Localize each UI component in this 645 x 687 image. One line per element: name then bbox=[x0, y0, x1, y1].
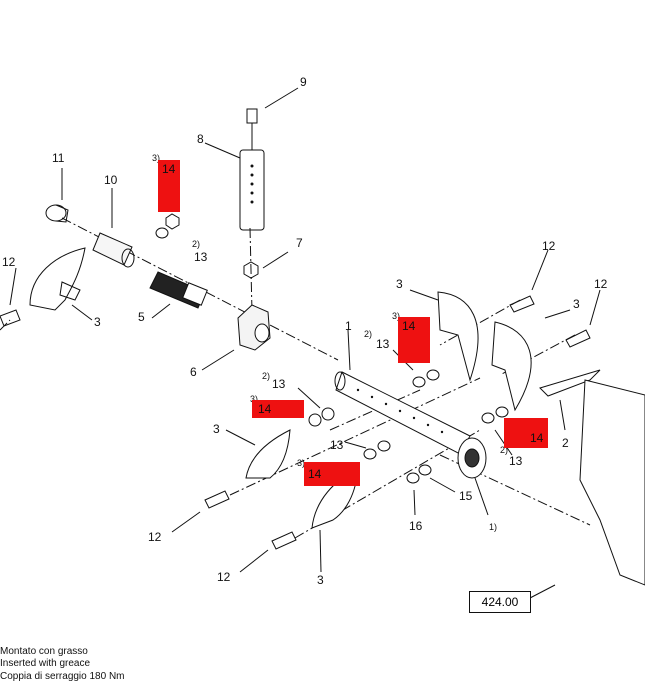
nut-16 bbox=[406, 472, 420, 484]
gearbox-housing bbox=[579, 379, 645, 586]
part-label-16: 16 bbox=[409, 519, 423, 533]
highlight-part-14-e: 14 bbox=[504, 418, 548, 448]
part-label-6: 6 bbox=[190, 365, 197, 379]
washer-15 bbox=[418, 464, 432, 476]
highlight-part-14-b: 14 bbox=[398, 317, 430, 363]
part-label-13-upper: 13 bbox=[194, 250, 208, 264]
part-label-15: 15 bbox=[459, 489, 473, 503]
part-label-2: 2 bbox=[562, 436, 569, 450]
part-label-3-lower: 3 bbox=[317, 573, 324, 587]
part-label-1: 1 bbox=[345, 319, 352, 333]
part-label-3-left: 3 bbox=[94, 315, 101, 329]
highlight-part-14-c: 14 bbox=[252, 400, 304, 418]
highlight-part-14-a: 14 bbox=[158, 160, 180, 212]
bolt-12-upper-b bbox=[565, 329, 591, 348]
grease-nipple bbox=[246, 108, 258, 124]
part-label-11: 11 bbox=[52, 151, 65, 165]
footnote-grease-it: Montato con grasso bbox=[0, 646, 88, 657]
tine-holder-tube bbox=[239, 149, 265, 231]
nut-14-a bbox=[165, 213, 180, 230]
washer-13-b bbox=[321, 407, 335, 421]
part-label-13-mid-upper: 13 bbox=[376, 337, 390, 351]
hex-nut-7 bbox=[243, 261, 259, 279]
part-label-12-right: 12 bbox=[594, 277, 608, 291]
part-label-12-lower-b: 12 bbox=[217, 570, 231, 584]
part-label-10: 10 bbox=[104, 173, 118, 187]
axis-left-line bbox=[61, 217, 339, 361]
blade-3-upper-right-b bbox=[491, 321, 532, 412]
part-label-8: 8 bbox=[197, 132, 204, 146]
footnote-torque: Coppia di serraggio 180 Nm bbox=[0, 671, 125, 682]
note-ref-1: 1) bbox=[489, 522, 498, 532]
part-label-12-lower-a: 12 bbox=[148, 530, 162, 544]
axis-vertical-line bbox=[249, 227, 253, 313]
note-ref-2-c: 2) bbox=[262, 371, 271, 381]
part-label-5: 5 bbox=[138, 310, 145, 324]
part-label-13-mid-left: 13 bbox=[272, 377, 286, 391]
note-ref-3-b: 3) bbox=[392, 311, 401, 321]
note-ref-3-a: 3) bbox=[152, 153, 161, 163]
note-ref-2-d: 2) bbox=[500, 445, 509, 455]
bolt-12-lower-a bbox=[204, 490, 230, 509]
axis-front-line-1 bbox=[229, 377, 481, 496]
part-label-13-right: 13 bbox=[509, 454, 523, 468]
note-ref-3-d: 3) bbox=[297, 458, 306, 468]
highlight-part-14-d: 14 bbox=[304, 462, 360, 486]
part-label-12-left: 12 bbox=[2, 255, 16, 269]
part-label-9: 9 bbox=[300, 75, 307, 89]
footnote-grease-en: Inserted with greace bbox=[0, 658, 91, 669]
part-label-7: 7 bbox=[296, 236, 303, 250]
rotor-tube-1 bbox=[335, 371, 471, 455]
washer-13-a bbox=[155, 227, 169, 239]
note-ref-2-a: 2) bbox=[192, 239, 201, 249]
bolt-12-upper-a bbox=[509, 295, 535, 313]
note-ref-2-b: 2) bbox=[364, 329, 373, 339]
note-ref-3-c: 3) bbox=[250, 394, 259, 404]
blade-3-left bbox=[29, 247, 86, 311]
part-label-3-lower-left: 3 bbox=[213, 422, 220, 436]
tine-2 bbox=[539, 369, 601, 397]
blade-3-lower-a bbox=[245, 429, 291, 479]
bolt-12-lower-b bbox=[271, 531, 297, 550]
bolt-12-left bbox=[0, 309, 21, 327]
part-label-12-upper: 12 bbox=[542, 239, 556, 253]
part-label-3-right: 3 bbox=[573, 297, 580, 311]
part-label-13-mid: 13 bbox=[330, 438, 344, 452]
reference-number-box: 424.00 bbox=[469, 591, 531, 613]
blade-3-upper-right-a bbox=[437, 291, 479, 382]
part-label-3-upper: 3 bbox=[396, 277, 403, 291]
